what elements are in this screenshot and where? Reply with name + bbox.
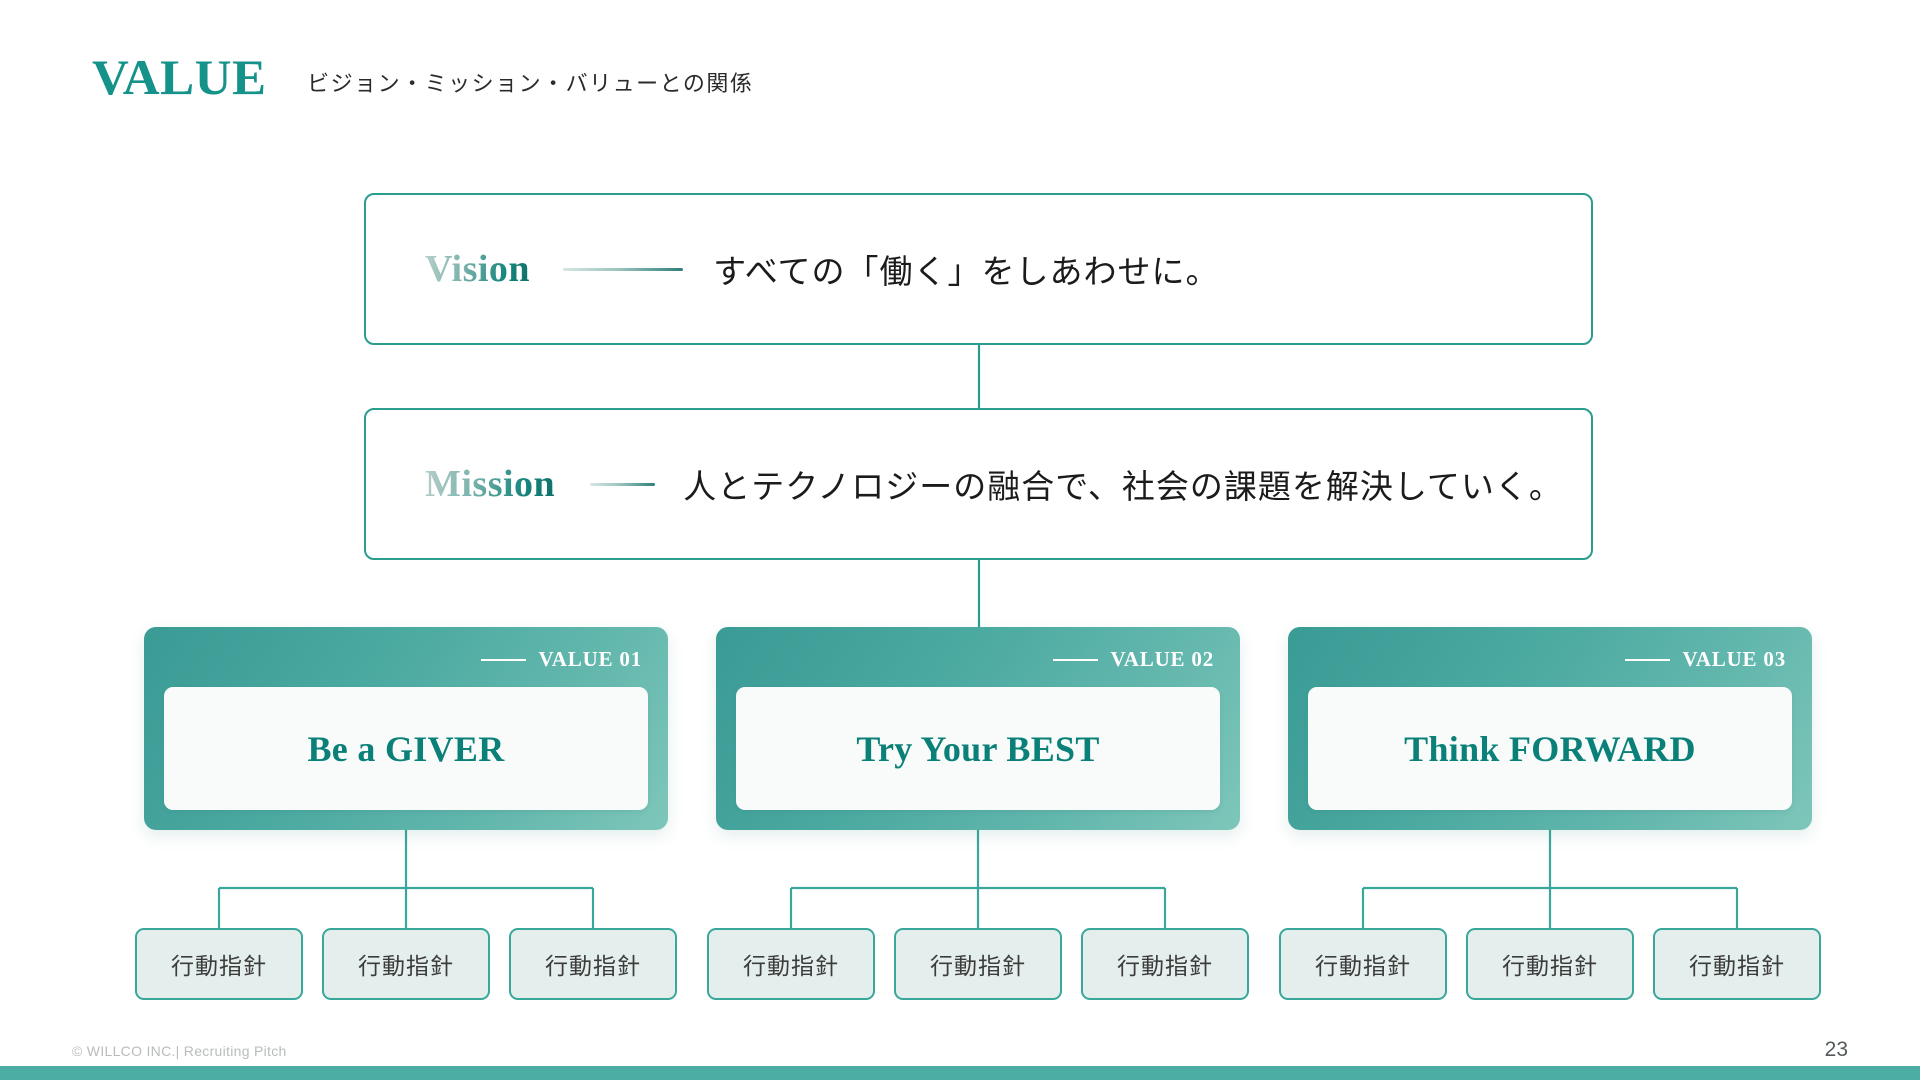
guideline-label: 行動指針 — [1689, 954, 1785, 980]
footer-page-number: 23 — [1824, 1038, 1848, 1061]
guideline-label: 行動指針 — [743, 954, 839, 980]
slide-header: VALUE ビジョン・ミッション・バリューとの関係 — [92, 52, 753, 102]
guideline-label: 行動指針 — [358, 954, 454, 980]
mission-dash-icon — [590, 482, 656, 486]
value-tag-02: VALUE 02 — [1052, 647, 1214, 672]
guideline-label: 行動指針 — [1502, 954, 1598, 980]
value-tag-dash-icon — [1052, 658, 1098, 661]
guideline-box-2-3[interactable]: 行動指針 — [1081, 928, 1249, 1000]
value-tag-label: VALUE 02 — [1110, 647, 1214, 671]
guideline-box-3-1[interactable]: 行動指針 — [1279, 928, 1447, 1000]
guideline-label: 行動指針 — [930, 954, 1026, 980]
guideline-label: 行動指針 — [545, 954, 641, 980]
value-tag-dash-icon — [480, 658, 526, 661]
guideline-box-1-2[interactable]: 行動指針 — [322, 928, 490, 1000]
guideline-box-2-2[interactable]: 行動指針 — [894, 928, 1062, 1000]
value-tag-dash-icon — [1624, 658, 1670, 661]
guideline-box-3-3[interactable]: 行動指針 — [1653, 928, 1821, 1000]
vision-dash-icon — [563, 267, 684, 271]
value-name-03: Think FORWARD — [1404, 728, 1696, 769]
guideline-label: 行動指針 — [171, 954, 267, 980]
value-tag-03: VALUE 03 — [1624, 647, 1786, 672]
value-name-panel-01: Be a GIVER — [164, 687, 648, 810]
value-name-panel-02: Try Your BEST — [736, 687, 1220, 810]
value-name-01: Be a GIVER — [307, 728, 505, 769]
vision-label: Vision — [425, 248, 531, 290]
vision-box: Vision すべての「働く」をしあわせに。 — [364, 193, 1593, 345]
value-card-01[interactable]: VALUE 01 Be a GIVER — [144, 627, 668, 830]
vision-statement: すべての「働く」をしあわせに。 — [713, 252, 1220, 291]
guideline-box-3-2[interactable]: 行動指針 — [1466, 928, 1634, 1000]
value-name-02: Try Your BEST — [856, 728, 1100, 769]
value-card-02[interactable]: VALUE 02 Try Your BEST — [716, 627, 1240, 830]
mission-box: Mission 人とテクノロジーの融合で、社会の課題を解決していく。 — [364, 408, 1593, 560]
page-title: VALUE — [92, 49, 267, 105]
page-subtitle: ビジョン・ミッション・バリューとの関係 — [307, 72, 754, 97]
value-tag-label: VALUE 03 — [1682, 647, 1786, 671]
value-tag-label: VALUE 01 — [538, 647, 642, 671]
value-name-panel-03: Think FORWARD — [1308, 687, 1792, 810]
footer-accent-bar — [0, 1066, 1920, 1080]
mission-label: Mission — [425, 463, 556, 505]
guideline-box-2-1[interactable]: 行動指針 — [707, 928, 875, 1000]
value-tag-01: VALUE 01 — [480, 647, 642, 672]
mission-statement: 人とテクノロジーの融合で、社会の課題を解決していく。 — [683, 467, 1563, 506]
guideline-label: 行動指針 — [1117, 954, 1213, 980]
guideline-box-1-1[interactable]: 行動指針 — [135, 928, 303, 1000]
footer-credit: © WILLCO INC.| Recruiting Pitch — [72, 1043, 287, 1059]
guideline-box-1-3[interactable]: 行動指針 — [509, 928, 677, 1000]
value-card-03[interactable]: VALUE 03 Think FORWARD — [1288, 627, 1812, 830]
guideline-label: 行動指針 — [1315, 954, 1411, 980]
